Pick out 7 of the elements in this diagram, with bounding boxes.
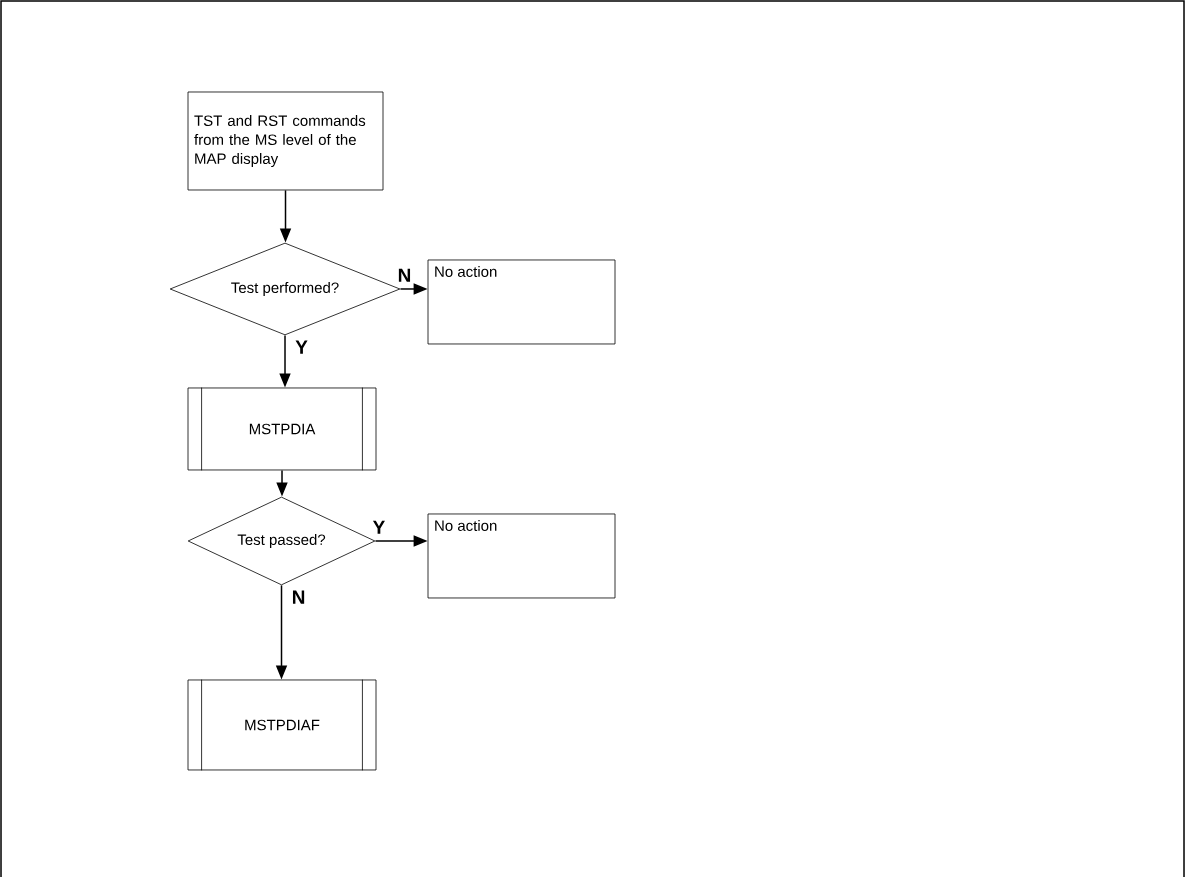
predefined-process-box: MSTPDIA	[187, 387, 377, 471]
edge-label: N	[290, 589, 307, 605]
process-box: TST and RST commands from the MS level of the MAP display	[187, 91, 384, 191]
process-box: No action	[427, 513, 616, 599]
edge-label: Y	[294, 339, 309, 355]
predefined-process-box: MSTPDIAF	[187, 679, 377, 771]
process-box: No action	[427, 259, 616, 345]
